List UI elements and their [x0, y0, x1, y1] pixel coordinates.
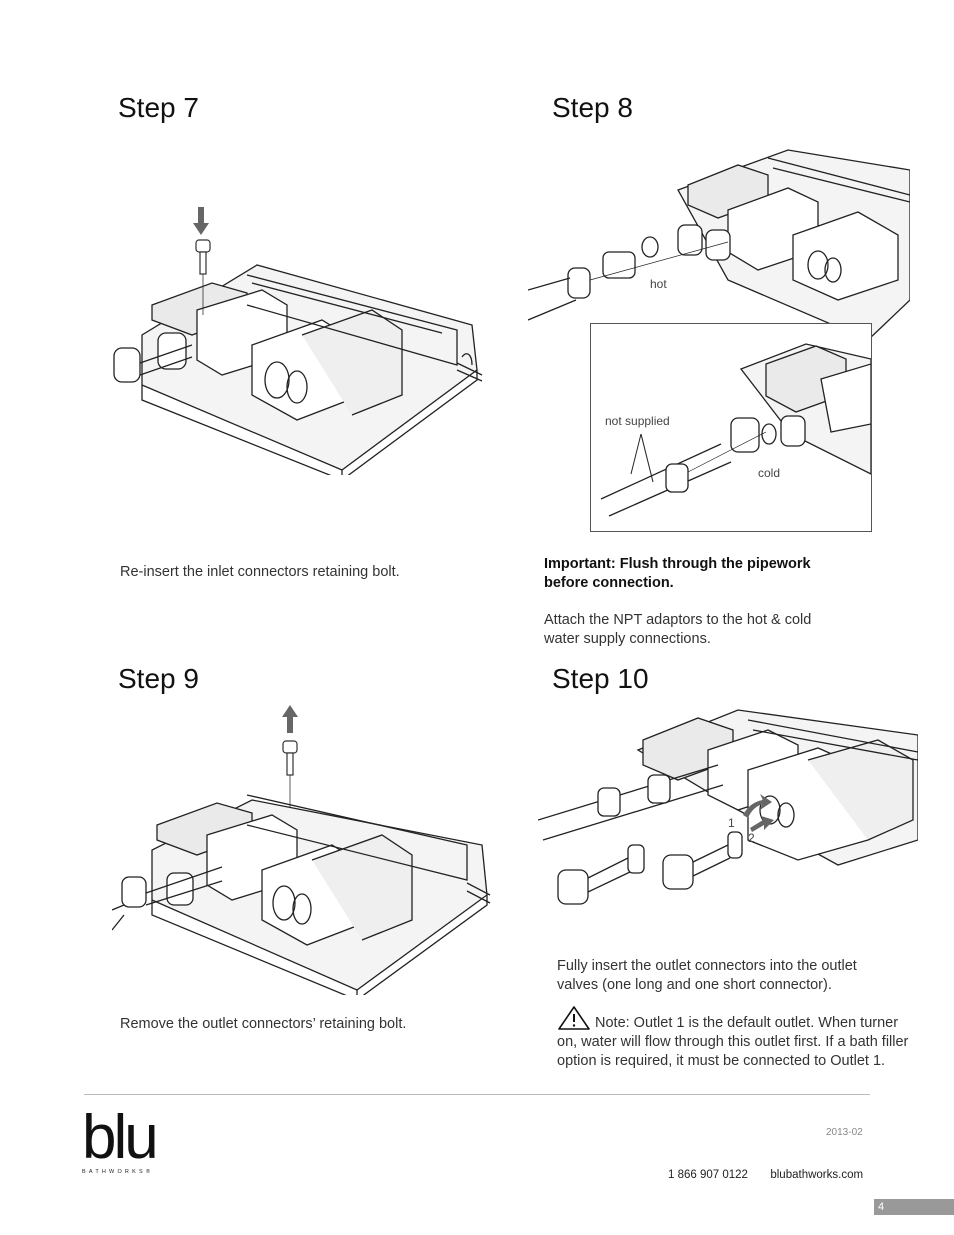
- cold-label: cold: [758, 466, 781, 480]
- brand-wordmark: blu: [82, 1103, 159, 1172]
- footer-divider: [84, 1094, 870, 1095]
- brand-logo: blu BATHWORKS®: [82, 1103, 159, 1176]
- step9-illustration: [112, 705, 491, 995]
- brand-subtitle: BATHWORKS®: [82, 1169, 154, 1175]
- outlet-1-label: 1: [728, 816, 735, 830]
- not-supplied-label: not supplied: [605, 414, 670, 428]
- step8-inset: [590, 323, 872, 532]
- step10-note: Note: Outlet 1 is the default outlet. Wh…: [557, 1015, 909, 1069]
- step10-title: Step 10: [552, 663, 649, 694]
- step9-text: Remove the outlet connectors’ retaining …: [120, 1016, 407, 1032]
- hot-label: hot: [650, 277, 667, 291]
- step8-important-text: Important: Flush through the pipework be…: [544, 556, 811, 591]
- step10-illustration: [538, 709, 918, 905]
- step7-text: Re-insert the inlet connectors retaining…: [120, 564, 400, 580]
- page-number: 4: [874, 1199, 954, 1215]
- step8-text: Attach the NPT adaptors to the hot & col…: [544, 612, 812, 647]
- step8-title: Step 8: [552, 92, 633, 123]
- step9-title: Step 9: [118, 663, 199, 694]
- footer-contact: 1 866 907 0122 blubathworks.com: [668, 1169, 863, 1181]
- step10-text: Fully insert the outlet connectors into …: [557, 958, 857, 993]
- footer-phone: 1 866 907 0122: [668, 1169, 748, 1181]
- outlet-2-label: 2: [748, 831, 755, 845]
- step7-illustration: [113, 207, 483, 475]
- step7-title: Step 7: [118, 92, 199, 123]
- step8-illustration: [528, 149, 910, 341]
- footer-website[interactable]: blubathworks.com: [770, 1169, 864, 1181]
- revision-date: 2013-02: [826, 1127, 863, 1138]
- warning-icon: [558, 1006, 590, 1030]
